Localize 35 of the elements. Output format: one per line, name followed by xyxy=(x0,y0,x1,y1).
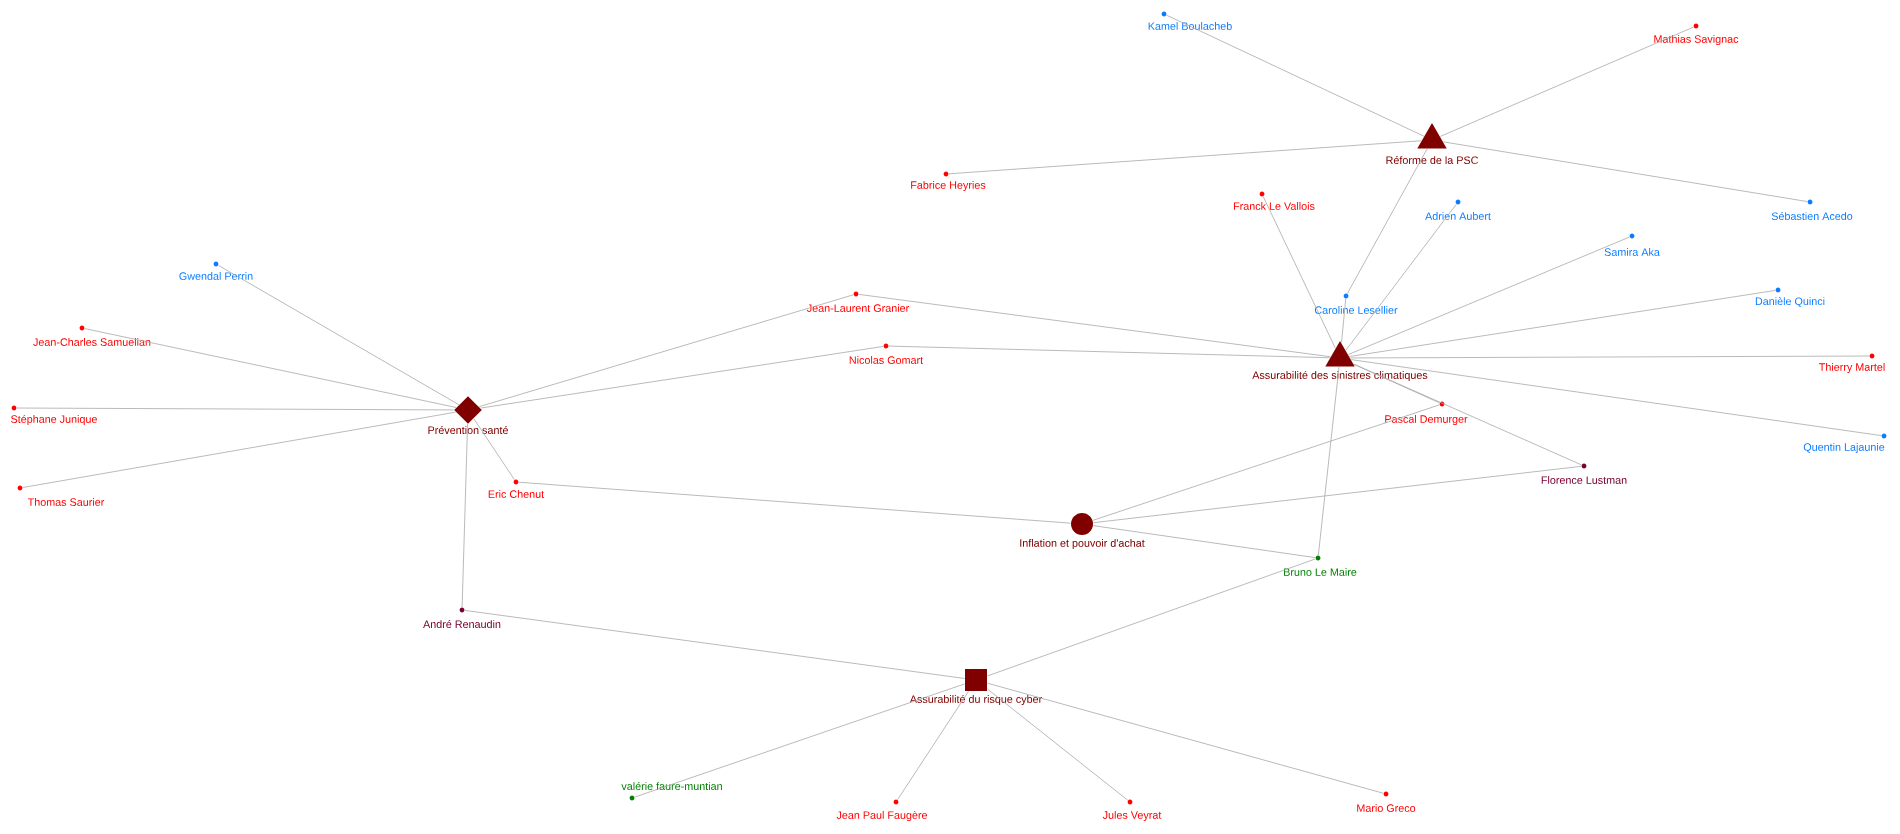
connector-line xyxy=(888,345,1331,359)
connector-line xyxy=(1262,196,1336,349)
connector-line xyxy=(1345,203,1457,351)
connector-line xyxy=(1092,525,1316,558)
connector-line xyxy=(461,423,468,608)
connector-line xyxy=(1349,355,1870,359)
connector-line xyxy=(1350,359,1882,436)
connector-line xyxy=(987,682,1384,794)
connector-line xyxy=(858,293,1331,358)
connector-line xyxy=(464,610,965,679)
connector-line xyxy=(518,481,1071,524)
connector-line xyxy=(22,411,457,488)
connector-line xyxy=(1341,298,1347,344)
connector-line xyxy=(987,688,1129,801)
connector-line xyxy=(1353,363,1440,404)
connector-line xyxy=(1092,404,1440,521)
connector-line xyxy=(478,294,854,408)
connector-line xyxy=(16,407,454,411)
connector-line xyxy=(948,140,1422,175)
connector-line xyxy=(1093,465,1582,524)
connector-line xyxy=(218,265,460,406)
connector-line xyxy=(480,346,884,409)
connector-line xyxy=(897,691,969,801)
connector-line xyxy=(1317,366,1340,556)
connector-line xyxy=(1443,141,1808,202)
connector-line xyxy=(987,558,1316,677)
connector-line xyxy=(473,418,515,481)
connector-line xyxy=(84,328,457,408)
connector-line xyxy=(1166,14,1425,137)
connector-line xyxy=(1353,363,1582,466)
connector-line xyxy=(1347,236,1630,355)
connector-line xyxy=(1439,26,1694,137)
connector-line xyxy=(1347,148,1428,294)
connector-line xyxy=(634,683,965,798)
connector-line xyxy=(1349,290,1776,357)
